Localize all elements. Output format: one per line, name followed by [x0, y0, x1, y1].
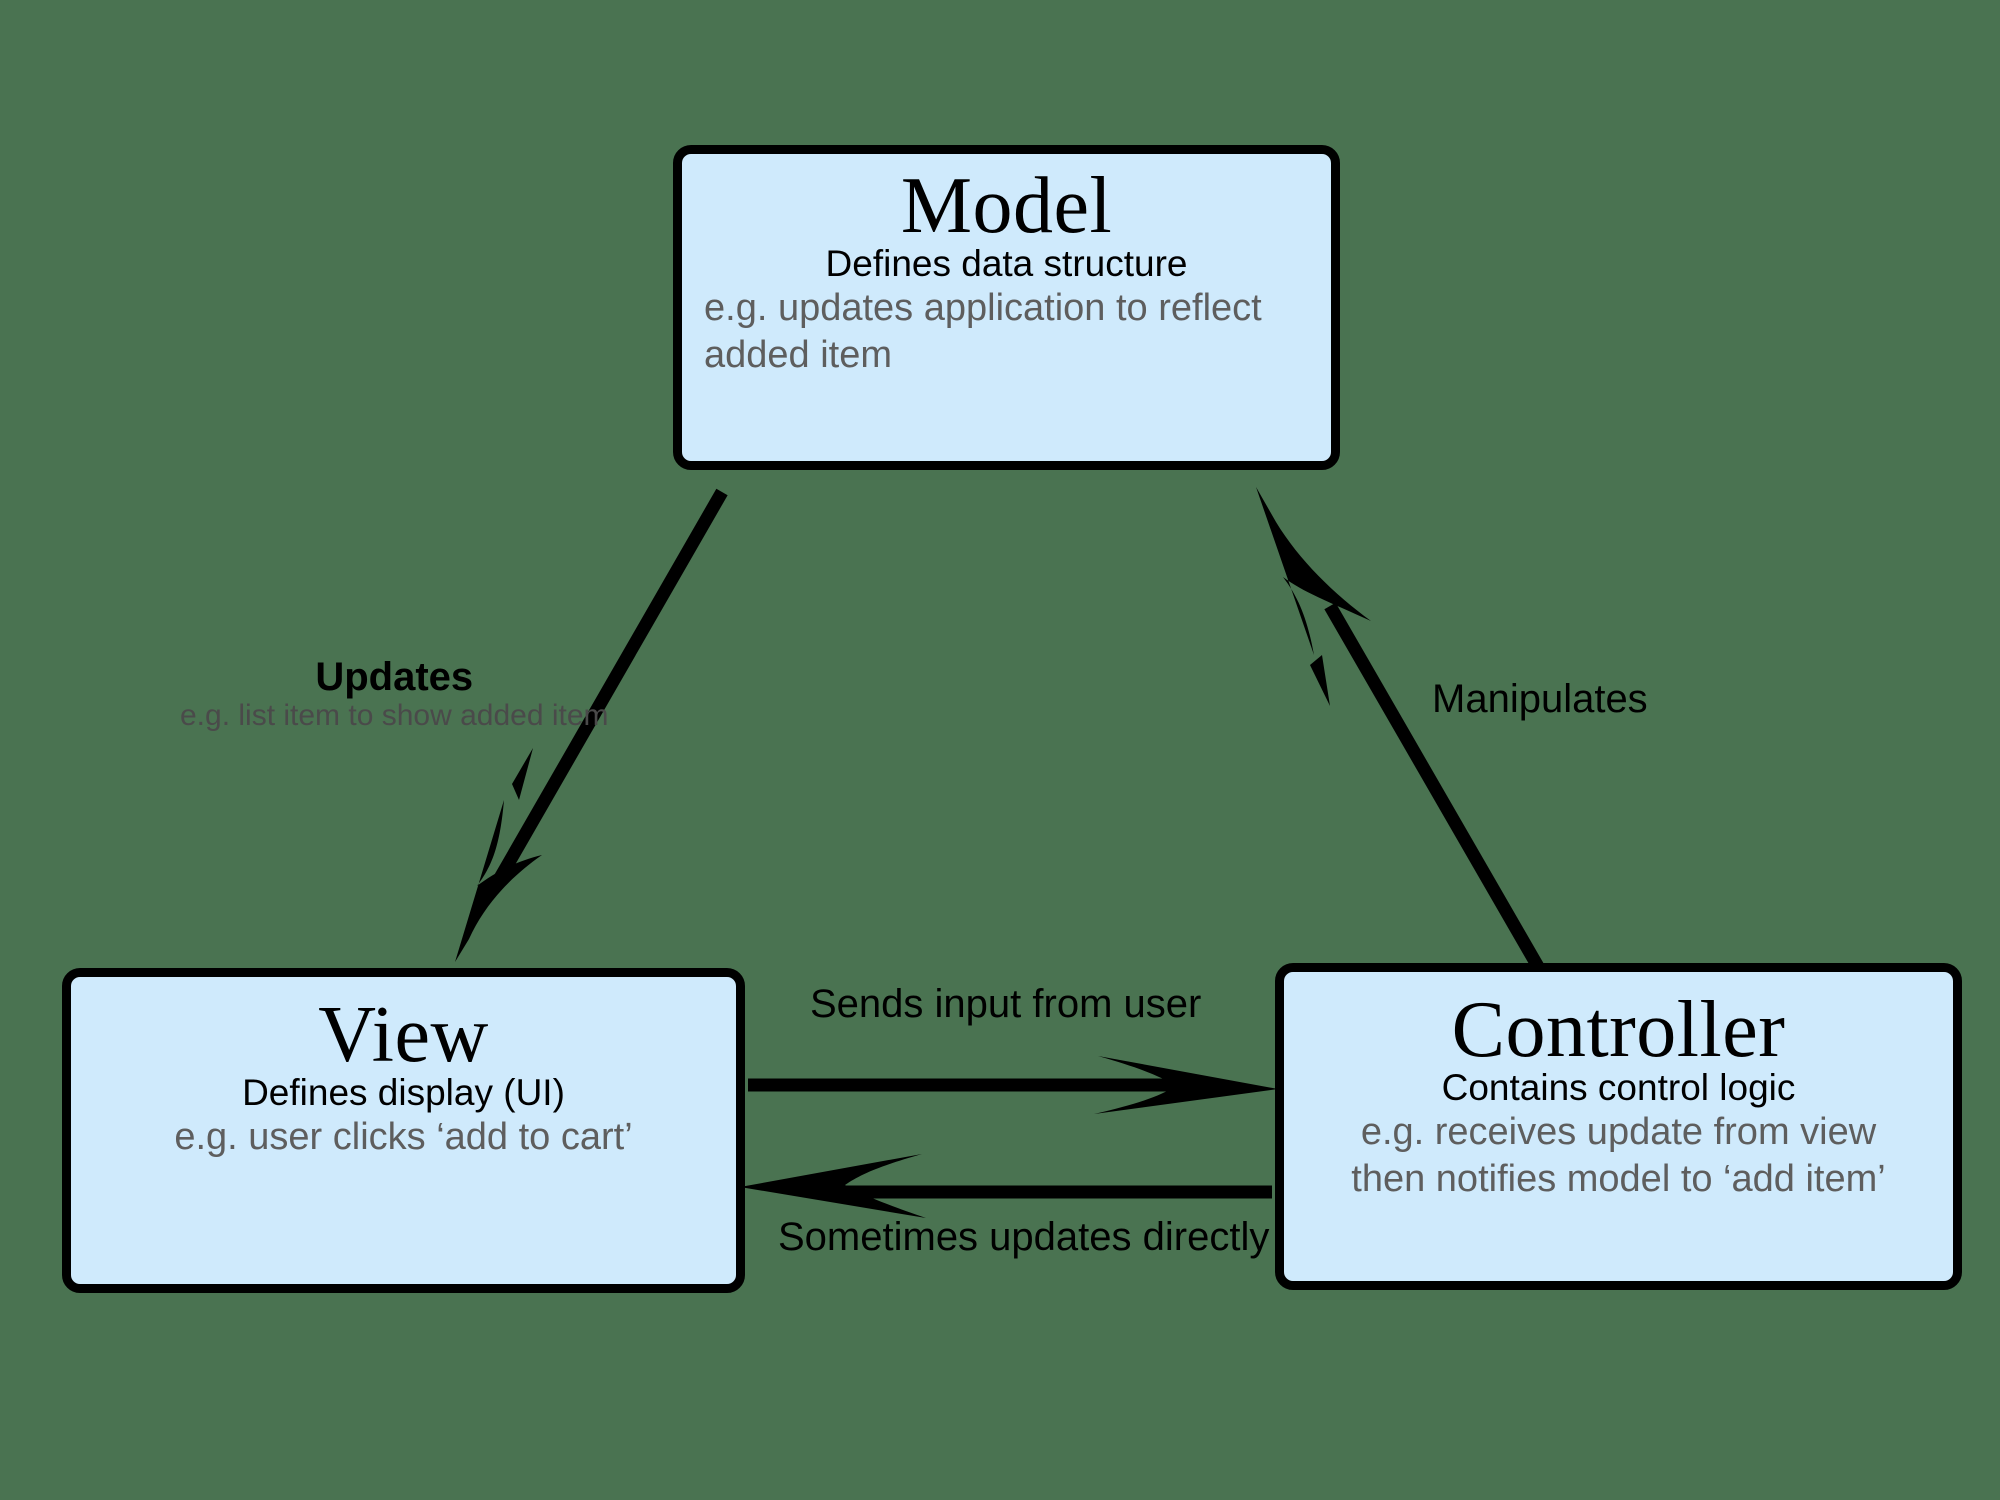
edge-label-sometimes-updates-directly-main: Sometimes updates directly — [778, 1215, 1270, 1259]
node-controller-title: Controller — [1451, 986, 1786, 1074]
edge-controller-to-model — [1256, 487, 1554, 988]
edge-view-to-controller — [748, 1056, 1278, 1114]
edge-label-updates-main: Updates — [315, 655, 474, 699]
edge-model-to-view-arrow-tail — [512, 748, 533, 800]
node-controller-example-line-2: then notifies model to ‘add item’ — [1351, 1158, 1886, 1201]
node-model-title: Model — [900, 162, 1113, 250]
edge-controller-to-model-arrowhead — [1256, 487, 1371, 655]
edge-label-updates-sub: e.g. list item to show added item — [180, 699, 609, 732]
node-view-subtitle: Defines display (UI) — [242, 1072, 565, 1113]
edge-controller-to-model-line — [1324, 602, 1554, 988]
edge-model-to-view-arrowhead — [455, 800, 542, 962]
node-model-subtitle: Defines data structure — [825, 243, 1188, 284]
node-controller-subtitle: Contains control logic — [1441, 1067, 1796, 1108]
node-model-example: e.g. updates application to reflect adde… — [704, 286, 1262, 377]
edge-label-manipulates: Manipulates — [1432, 677, 1648, 721]
node-model[interactable]: Model Defines data structure e.g. update… — [673, 145, 1340, 470]
node-view-title: View — [318, 991, 489, 1079]
edge-label-sends-input-main: Sends input from user — [810, 982, 1202, 1026]
node-view[interactable]: View Defines display (UI) e.g. user clic… — [62, 968, 745, 1293]
edge-label-updates: Updates e.g. list item to show added ite… — [180, 655, 609, 732]
edge-controller-to-view — [740, 1154, 1272, 1218]
node-view-example: e.g. user clicks ‘add to cart’ — [174, 1115, 633, 1158]
edge-label-sometimes-updates-directly: Sometimes updates directly — [778, 1215, 1269, 1259]
edge-controller-to-model-arrow-tail — [1310, 655, 1330, 706]
edge-view-to-controller-arrowhead — [1094, 1056, 1278, 1114]
node-controller-example-line-1: e.g. receives update from view — [1360, 1110, 1877, 1153]
node-controller[interactable]: Controller Contains control logic e.g. r… — [1275, 963, 1962, 1290]
edge-label-sends-input: Sends input from user — [810, 982, 1201, 1026]
edge-controller-to-view-arrowhead — [740, 1154, 926, 1218]
edge-label-manipulates-main: Manipulates — [1432, 677, 1648, 721]
